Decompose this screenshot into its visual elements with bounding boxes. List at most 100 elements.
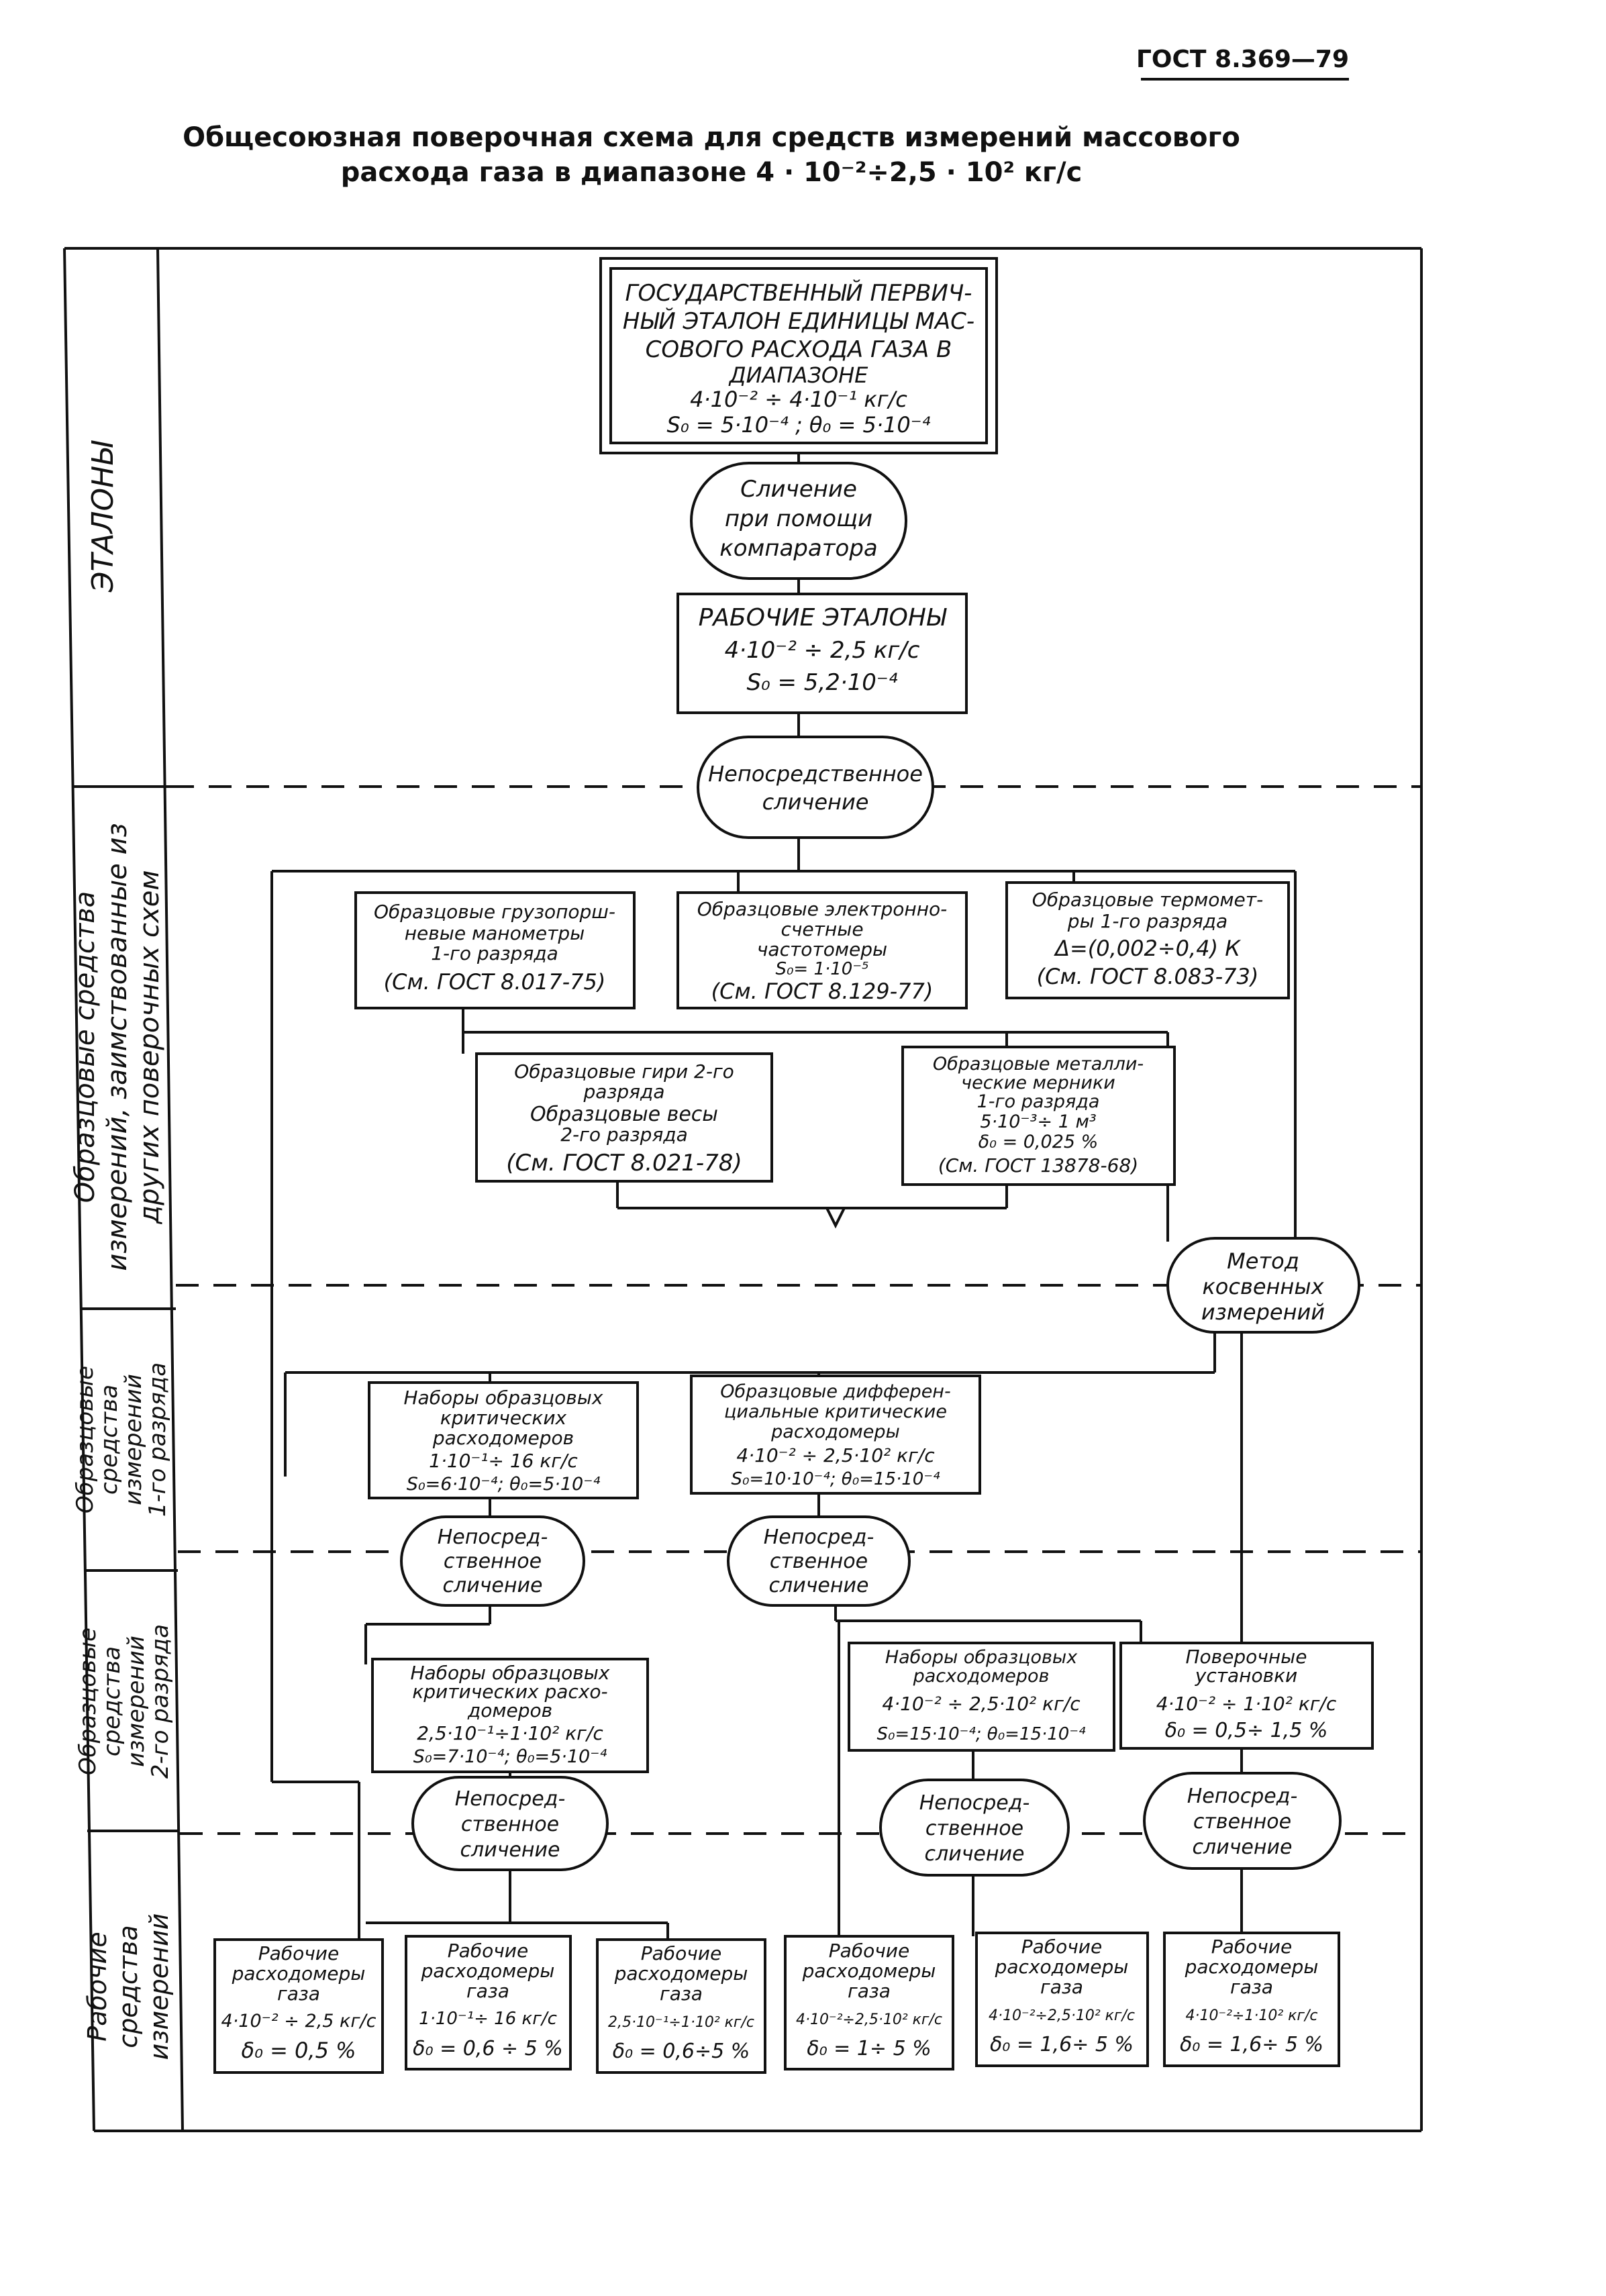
side-label-working: Рабочие средства измерений <box>83 1913 174 2060</box>
svg-text:δ₀ = 1,6÷ 5 %: δ₀ = 1,6÷ 5 % <box>990 2033 1134 2056</box>
svg-text:установки: установки <box>1195 1664 1297 1687</box>
direct-comparison-cat1-left: Непосред- ственное сличение <box>400 1515 585 1607</box>
working-standards-box: РАБОЧИЕ ЭТАЛОНЫ 4·10⁻² ÷ 2,5 кг/с S₀ = 5… <box>676 593 968 714</box>
svg-text:сличение: сличение <box>769 1574 869 1597</box>
svg-text:РАБОЧИЕ ЭТАЛОНЫ: РАБОЧИЕ ЭТАЛОНЫ <box>699 604 947 632</box>
svg-text:Наборы образцовых: Наборы образцовых <box>404 1387 603 1409</box>
svg-text:Наборы образцовых: Наборы образцовых <box>885 1647 1078 1668</box>
svg-text:5·10⁻³÷ 1 м³: 5·10⁻³÷ 1 м³ <box>980 1111 1096 1132</box>
svg-text:сличение: сличение <box>443 1574 543 1597</box>
svg-text:Образцовые гири 2-го: Образцовые гири 2-го <box>514 1060 734 1083</box>
critical-sets-2-box: Наборы образцовых критических расхо- дом… <box>371 1658 649 1773</box>
svg-text:Образцовые средства: Образцовые средства <box>70 891 101 1203</box>
direct-comparison-cat2-c: Непосред- ственное сличение <box>1143 1772 1342 1870</box>
svg-text:ЭТАЛОНЫ: ЭТАЛОНЫ <box>86 440 120 593</box>
svg-text:S₀ = 5·10⁻⁴ ; θ₀ = 5·10⁻⁴: S₀ = 5·10⁻⁴ ; θ₀ = 5·10⁻⁴ <box>667 412 931 438</box>
svg-text:ГОСУДАРСТВЕННЫЙ ПЕРВИЧ-: ГОСУДАРСТВЕННЫЙ ПЕРВИЧ- <box>625 279 972 307</box>
calibration-installations-box: Поверочные установки 4·10⁻² ÷ 1·10² кг/с… <box>1119 1642 1374 1750</box>
svg-text:S₀=10·10⁻⁴; θ₀=15·10⁻⁴: S₀=10·10⁻⁴; θ₀=15·10⁻⁴ <box>731 1469 940 1489</box>
svg-text:средства: средства <box>113 1925 143 2048</box>
primary-standard-box: ГОСУДАРСТВЕННЫЙ ПЕРВИЧ- НЫЙ ЭТАЛОН ЕДИНИ… <box>599 257 998 454</box>
critical-sets-1-box: Наборы образцовых критических расходомер… <box>368 1381 639 1499</box>
svg-text:S₀=6·10⁻⁴; θ₀=5·10⁻⁴: S₀=6·10⁻⁴; θ₀=5·10⁻⁴ <box>407 1474 601 1495</box>
svg-text:критических расхо-: критических расхо- <box>412 1681 607 1703</box>
svg-text:разряда: разряда <box>583 1081 665 1103</box>
svg-text:газа: газа <box>277 1983 320 2005</box>
svg-text:Непосред-: Непосред- <box>438 1526 548 1549</box>
svg-text:газа: газа <box>1040 1976 1083 1998</box>
svg-text:S₀=15·10⁻⁴; θ₀=15·10⁻⁴: S₀=15·10⁻⁴; θ₀=15·10⁻⁴ <box>876 1724 1086 1744</box>
svg-text:S₀= 1·10⁻⁵: S₀= 1·10⁻⁵ <box>775 959 868 979</box>
svg-text:4·10⁻² ÷ 4·10⁻¹ кг/с: 4·10⁻² ÷ 4·10⁻¹ кг/с <box>690 387 907 412</box>
svg-text:(См. ГОСТ 13878-68): (См. ГОСТ 13878-68) <box>938 1154 1138 1177</box>
svg-text:сличение: сличение <box>460 1838 560 1862</box>
svg-text:Непосредственное: Непосредственное <box>708 761 923 787</box>
svg-text:δ₀ = 0,025 %: δ₀ = 0,025 % <box>978 1132 1099 1152</box>
side-label-borrowed: Образцовые средства измерений, заимствов… <box>70 823 165 1270</box>
svg-text:1-го разряда: 1-го разряда <box>144 1362 171 1517</box>
differential-meters-box: Образцовые дифферен- циальные критически… <box>690 1375 981 1495</box>
svg-text:ственное: ственное <box>444 1550 542 1573</box>
svg-text:δ₀ = 0,6 ÷ 5 %: δ₀ = 0,6 ÷ 5 % <box>413 2037 563 2060</box>
svg-text:1-го разряда: 1-го разряда <box>431 942 558 964</box>
svg-text:1·10⁻¹÷ 16 кг/с: 1·10⁻¹÷ 16 кг/с <box>429 1450 578 1472</box>
svg-text:δ₀ = 0,6÷5 %: δ₀ = 0,6÷5 % <box>613 2040 750 2063</box>
svg-text:S₀ = 5,2·10⁻⁴: S₀ = 5,2·10⁻⁴ <box>746 669 897 696</box>
svg-text:расходомеры: расходомеры <box>614 1962 748 1985</box>
working-meters-1: Рабочие расходомеры газа 4·10⁻² ÷ 2,5 кг… <box>213 1938 384 2074</box>
svg-text:2,5·10⁻¹÷1·10² кг/с: 2,5·10⁻¹÷1·10² кг/с <box>608 2014 754 2031</box>
svg-text:сличение: сличение <box>762 789 869 815</box>
svg-text:4·10⁻² ÷ 2,5·10² кг/с: 4·10⁻² ÷ 2,5·10² кг/с <box>736 1444 935 1466</box>
svg-text:ственное: ственное <box>1193 1810 1291 1834</box>
side-label-standards: ЭТАЛОНЫ <box>86 440 120 593</box>
working-meters-4: Рабочие расходомеры газа 4·10⁻²÷2,5·10² … <box>784 1935 954 2070</box>
direct-comparison-cat2-b: Непосред- ственное сличение <box>879 1779 1070 1877</box>
svg-text:Рабочие: Рабочие <box>83 1932 112 2041</box>
svg-text:ческие мерники: ческие мерники <box>961 1072 1115 1093</box>
svg-text:2-го разряда: 2-го разряда <box>147 1624 174 1779</box>
svg-text:ДИАПАЗОНЕ: ДИАПАЗОНЕ <box>728 362 869 388</box>
svg-text:счетные: счетные <box>781 918 863 940</box>
svg-text:4·10⁻² ÷ 2,5·10² кг/с: 4·10⁻² ÷ 2,5·10² кг/с <box>882 1693 1081 1715</box>
svg-text:1·10⁻¹÷ 16 кг/с: 1·10⁻¹÷ 16 кг/с <box>419 2009 557 2029</box>
svg-text:невые манометры: невые манометры <box>405 922 585 944</box>
svg-text:ственное: ственное <box>461 1813 559 1836</box>
svg-text:СОВОГО РАСХОДА ГАЗА В: СОВОГО РАСХОДА ГАЗА В <box>646 336 952 363</box>
svg-text:расходомеры: расходомеры <box>770 1421 900 1442</box>
svg-text:расходомеров: расходомеров <box>913 1666 1050 1687</box>
working-meters-5: Рабочие расходомеры газа 4·10⁻²÷2,5·10² … <box>975 1932 1149 2067</box>
svg-text:Метод: Метод <box>1227 1248 1299 1274</box>
title-line-2: расхода газа в диапазоне 4 · 10⁻²÷2,5 · … <box>341 157 1083 188</box>
svg-text:газа: газа <box>466 1980 509 2002</box>
svg-text:Непосред-: Непосред- <box>919 1791 1030 1815</box>
svg-text:средства: средства <box>99 1646 126 1756</box>
svg-text:Образцовые термомет-: Образцовые термомет- <box>1032 889 1263 911</box>
direct-comparison-main: Непосредственное сличение <box>697 736 934 839</box>
svg-text:измерений: измерений <box>120 1374 147 1505</box>
svg-text:Рабочие: Рабочие <box>258 1942 339 1964</box>
svg-text:измерений: измерений <box>144 1913 174 2060</box>
side-label-cat1: Образцовые средства измерений 1-го разря… <box>72 1362 171 1517</box>
svg-text:Образцовые грузопорш-: Образцовые грузопорш- <box>374 901 615 923</box>
frame-left <box>63 248 95 2132</box>
indirect-method: Метод косвенных измерений <box>1166 1237 1360 1334</box>
svg-text:частотомеры: частотомеры <box>757 938 887 960</box>
svg-text:средства: средства <box>96 1385 123 1495</box>
svg-text:газа: газа <box>1230 1976 1273 1998</box>
comparator-comparison: Сличение при помощи компаратора <box>690 462 907 580</box>
svg-text:Образцовые дифферен-: Образцовые дифферен- <box>720 1381 950 1402</box>
svg-text:Рабочие: Рабочие <box>1021 1936 1102 1958</box>
svg-text:Непосред-: Непосред- <box>1187 1785 1298 1808</box>
svg-text:Сличение: Сличение <box>740 476 857 503</box>
svg-text:Поверочные: Поверочные <box>1185 1646 1307 1668</box>
svg-text:Образцовые металли-: Образцовые металли- <box>933 1054 1144 1075</box>
working-meters-6: Рабочие расходомеры газа 4·10⁻²÷1·10² кг… <box>1163 1932 1340 2067</box>
svg-text:газа: газа <box>660 1983 703 2005</box>
svg-text:измерений: измерений <box>1201 1299 1325 1325</box>
svg-text:Рабочие: Рабочие <box>448 1940 528 1962</box>
svg-text:Непосред-: Непосред- <box>455 1787 566 1811</box>
svg-text:сличение: сличение <box>925 1842 1025 1866</box>
svg-text:Рабочие: Рабочие <box>1211 1936 1292 1958</box>
svg-text:4·10⁻²÷2,5·10² кг/с: 4·10⁻²÷2,5·10² кг/с <box>796 2011 942 2028</box>
